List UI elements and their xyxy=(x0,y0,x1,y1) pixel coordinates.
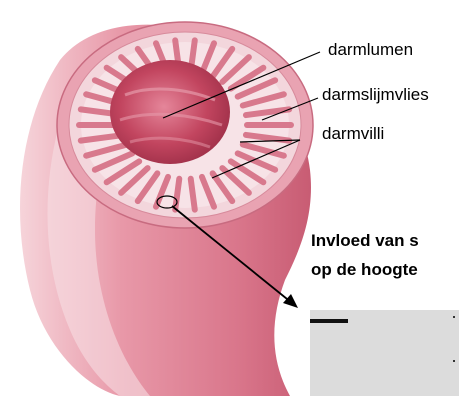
zoom-arrowhead xyxy=(283,294,298,308)
label-darmlumen: darmlumen xyxy=(328,41,413,58)
label-darmslijmvlies: darmslijmvlies xyxy=(322,86,429,103)
scale-bar xyxy=(310,319,348,323)
micrograph xyxy=(310,310,459,396)
caption-line-1: Invloed van s xyxy=(311,232,419,249)
micrograph-mark xyxy=(453,360,455,362)
caption-line-2: op de hoogte xyxy=(311,261,418,278)
lumen xyxy=(110,60,230,164)
label-darmvilli: darmvilli xyxy=(322,125,384,142)
villus xyxy=(191,179,195,210)
micrograph-mark xyxy=(453,316,455,318)
